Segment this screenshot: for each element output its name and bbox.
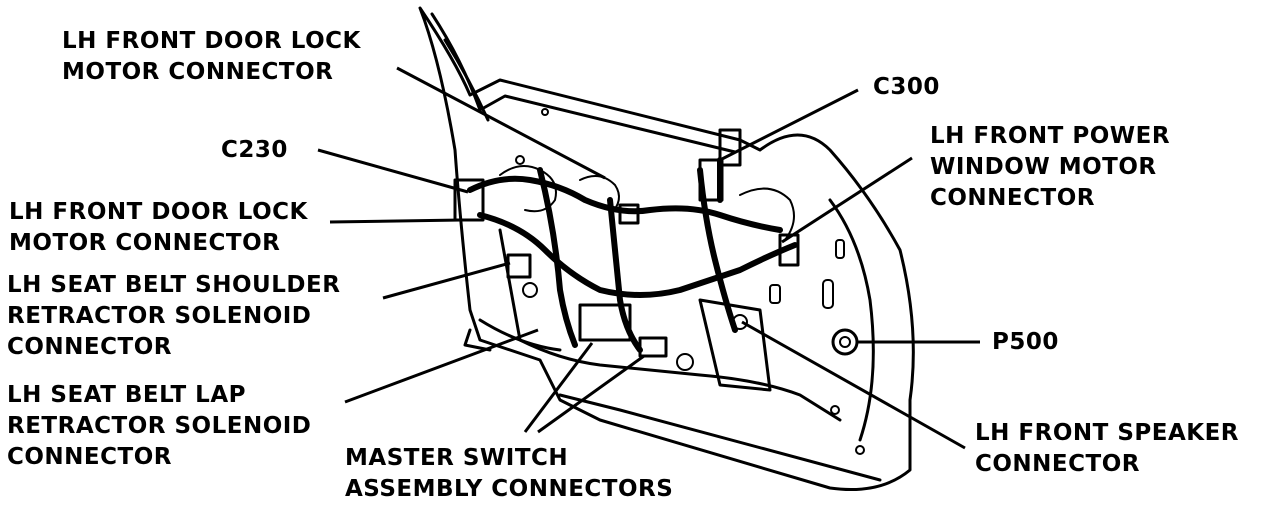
leader-c300 bbox=[719, 88, 859, 162]
leader-master-1 bbox=[523, 342, 594, 433]
door-outline bbox=[418, 6, 915, 492]
leader-door-lock-mid bbox=[329, 218, 463, 224]
leader-door-lock-top bbox=[396, 66, 606, 180]
wiring-harness bbox=[453, 128, 800, 358]
leader-lines bbox=[317, 66, 980, 450]
label-p500: P500 bbox=[992, 329, 1059, 355]
leader-c230 bbox=[317, 148, 469, 194]
leader-window bbox=[781, 156, 913, 244]
leader-shoulder bbox=[382, 261, 511, 300]
leader-lap bbox=[344, 328, 539, 404]
leader-speaker bbox=[741, 320, 966, 450]
label-c300: C300 bbox=[873, 74, 940, 100]
leader-master-2 bbox=[537, 354, 645, 434]
label-c230: C230 bbox=[221, 137, 288, 163]
